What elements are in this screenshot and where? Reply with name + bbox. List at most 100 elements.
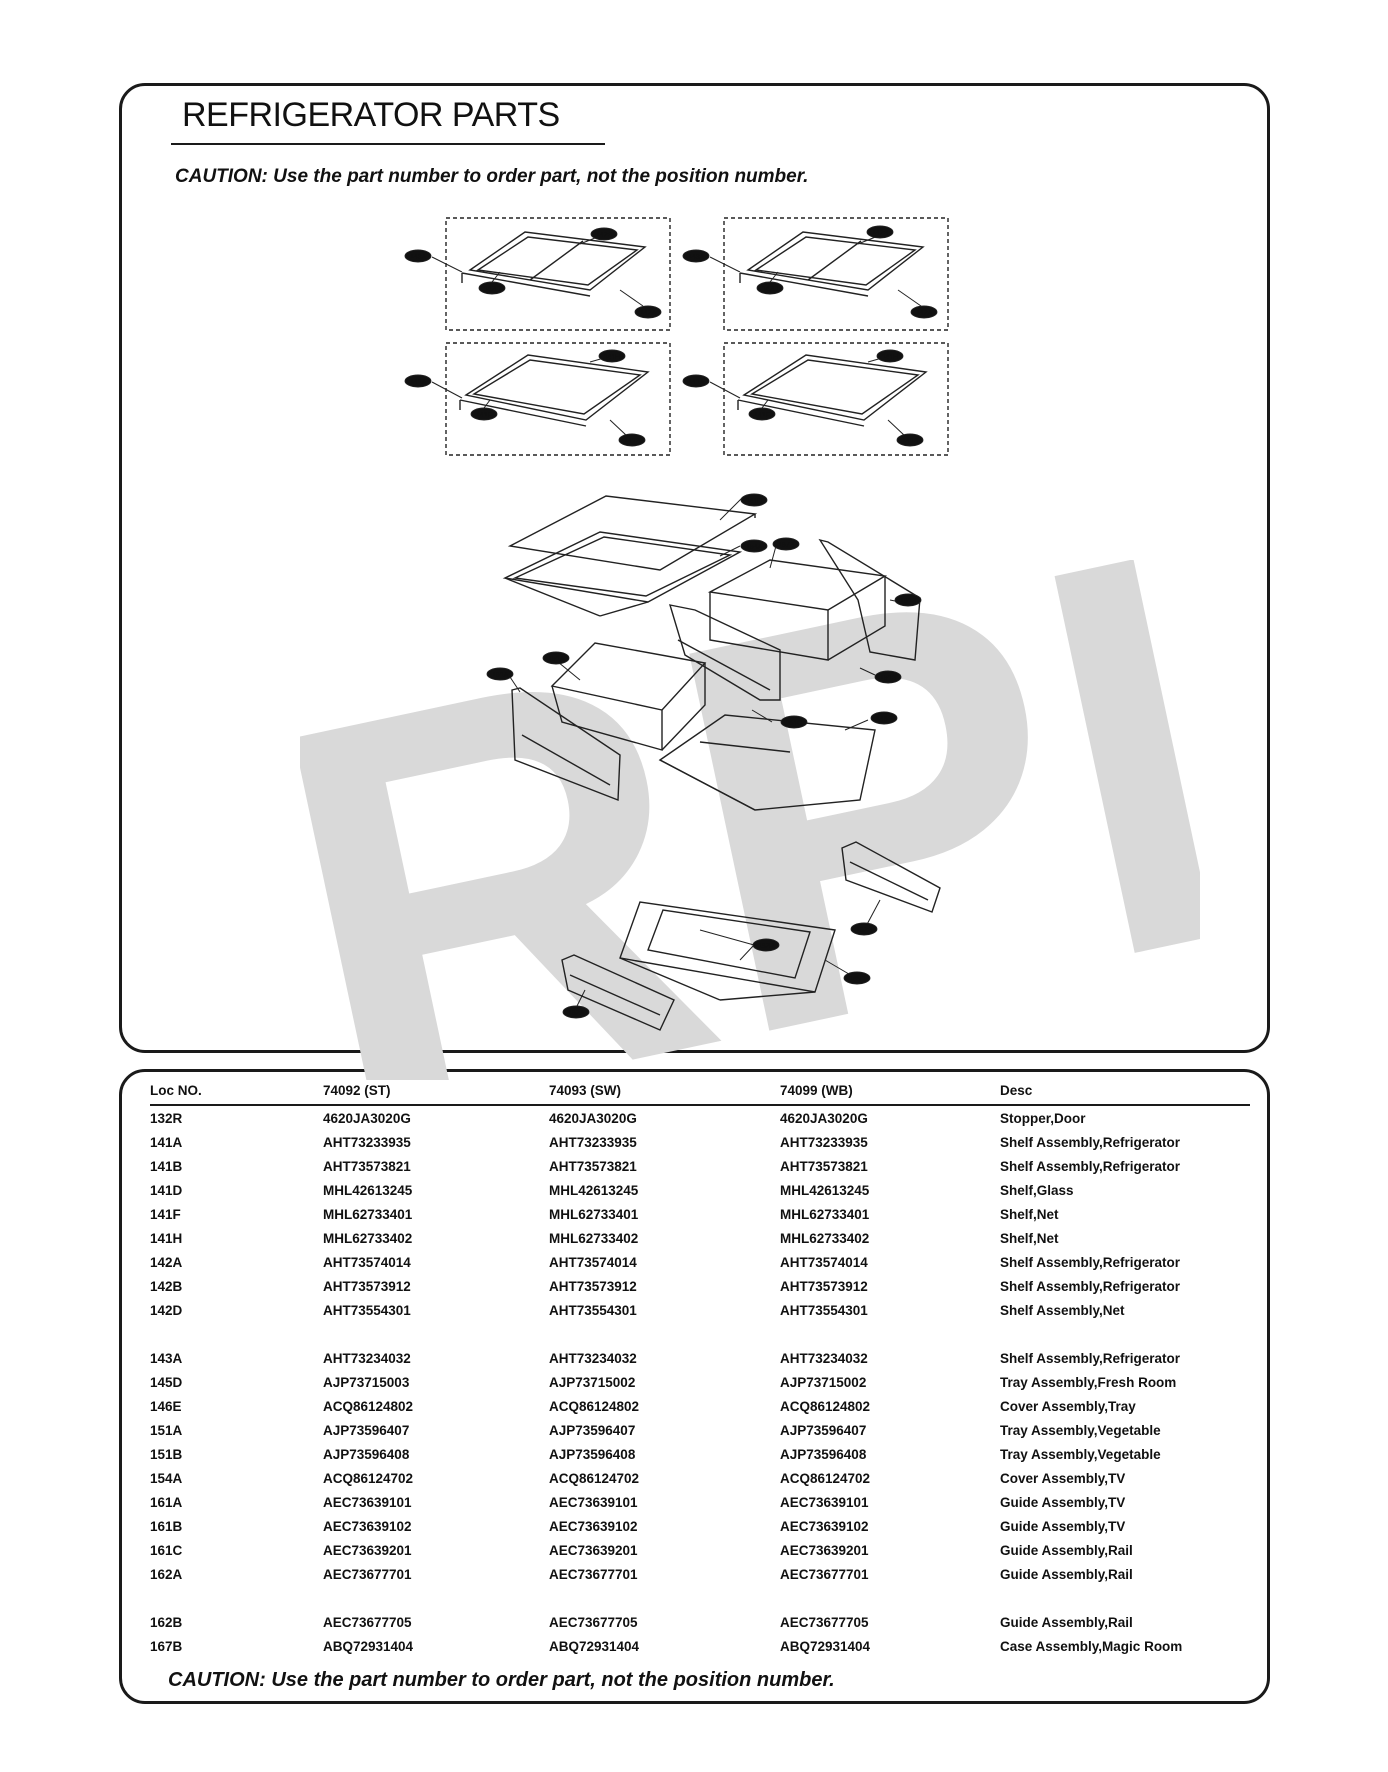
desc-cell: Shelf,Net bbox=[1000, 1206, 1059, 1222]
col-74092-st: 74092 (ST) bbox=[323, 1077, 549, 1106]
svg-text:132R: 132R bbox=[758, 943, 775, 950]
detail-box-142-right bbox=[723, 217, 949, 331]
part-wb-cell: MHL62733402 bbox=[780, 1230, 870, 1246]
main-leaders bbox=[509, 497, 911, 1011]
part-sw-cell: AHT73234032 bbox=[549, 1350, 637, 1366]
part-wb-cell: AHT73233935 bbox=[780, 1134, 868, 1150]
desc-cell: Shelf,Glass bbox=[1000, 1182, 1074, 1198]
table-header-row: Loc NO. 74092 (ST) 74093 (SW) 74099 (WB)… bbox=[150, 1077, 1250, 1106]
callout-151b: 151B bbox=[874, 670, 902, 684]
callout-142a-2: 142A bbox=[910, 305, 938, 319]
svg-text:141F: 141F bbox=[754, 412, 770, 419]
callout-145d: 145D bbox=[843, 971, 871, 985]
part-sw-cell: 4620JA3020G bbox=[549, 1110, 637, 1126]
part-wb-cell: AEC73639101 bbox=[780, 1494, 869, 1510]
part-st-cell: ABQ72931404 bbox=[323, 1638, 414, 1654]
part-st-cell: AHT73574014 bbox=[323, 1254, 411, 1270]
svg-text:143A: 143A bbox=[410, 254, 427, 261]
case-167b bbox=[707, 538, 921, 661]
desc-cell: Shelf Assembly,Refrigerator bbox=[1000, 1278, 1181, 1294]
loc-no-cell: 141F bbox=[150, 1206, 181, 1222]
desc-cell: Shelf Assembly,Refrigerator bbox=[1000, 1134, 1181, 1150]
callout-151a: 151A bbox=[542, 651, 570, 665]
guide-161b bbox=[668, 604, 781, 701]
part-wb-cell bbox=[780, 1586, 1000, 1610]
part-sw-cell: AEC73677701 bbox=[549, 1566, 638, 1582]
loc-no-cell bbox=[150, 1322, 323, 1346]
callout-161b: 161B bbox=[894, 593, 922, 607]
callouts: 143A 142B 142D 142A 143A 142B 142D 142A … bbox=[404, 225, 938, 1019]
loc-no-cell: 154A bbox=[150, 1470, 183, 1486]
page-title: REFRIGERATOR PARTS bbox=[182, 96, 560, 134]
part-sw-cell bbox=[549, 1322, 780, 1346]
exploded-parts-diagram: 143A 142B 142D 142A 143A 142B 142D 142A … bbox=[404, 217, 949, 1031]
loc-no-cell: 143A bbox=[150, 1350, 183, 1366]
glass-shelf-141d bbox=[507, 495, 758, 571]
svg-text:162A: 162A bbox=[568, 1010, 585, 1017]
part-st-cell bbox=[323, 1322, 549, 1346]
loc-no-cell: 161B bbox=[150, 1518, 183, 1534]
part-wb-cell: AHT73554301 bbox=[780, 1302, 868, 1318]
part-sw-cell bbox=[549, 1586, 780, 1610]
callout-162b: 162B bbox=[850, 922, 878, 936]
svg-text:167B: 167B bbox=[778, 542, 795, 549]
part-st-cell: MHL62733401 bbox=[323, 1206, 413, 1222]
part-st-cell: AEC73677705 bbox=[323, 1614, 412, 1630]
part-wb-cell: MHL62733401 bbox=[780, 1206, 870, 1222]
desc-cell: Tray Assembly,Vegetable bbox=[1000, 1422, 1161, 1438]
part-wb-cell: AEC73639102 bbox=[780, 1518, 869, 1534]
part-wb-cell: MHL42613245 bbox=[780, 1182, 870, 1198]
svg-text:162B: 162B bbox=[856, 927, 873, 934]
col-loc-no: Loc NO. bbox=[150, 1077, 323, 1106]
loc-no-cell: 142D bbox=[150, 1302, 183, 1318]
desc-cell: Guide Assembly,Rail bbox=[1000, 1614, 1133, 1630]
detail-box-141-left bbox=[445, 342, 671, 456]
cover-146e bbox=[658, 714, 876, 811]
desc-cell bbox=[1000, 1586, 1250, 1610]
part-wb-cell: AJP73715002 bbox=[780, 1374, 867, 1390]
part-st-cell: AJP73715003 bbox=[323, 1374, 410, 1390]
desc-cell: Shelf Assembly,Refrigerator bbox=[1000, 1350, 1181, 1366]
callout-141a-2: 141A bbox=[682, 374, 710, 388]
svg-text:141H: 141H bbox=[604, 354, 621, 361]
callout-142a-1: 142A bbox=[634, 305, 662, 319]
part-sw-cell: AJP73715002 bbox=[549, 1374, 636, 1390]
part-wb-cell: AJP73596408 bbox=[780, 1446, 867, 1462]
part-wb-cell: AJP73596407 bbox=[780, 1422, 867, 1438]
table-row bbox=[150, 1586, 1250, 1610]
desc-cell: Cover Assembly,TV bbox=[1000, 1470, 1126, 1486]
callout-162a: 162A bbox=[562, 1005, 590, 1019]
svg-text:142A: 142A bbox=[916, 310, 933, 317]
callout-154a: 154A bbox=[740, 539, 768, 553]
callout-141d: 141D bbox=[740, 493, 768, 507]
col-74093-sw: 74093 (SW) bbox=[549, 1077, 780, 1106]
svg-text:142D: 142D bbox=[762, 286, 779, 293]
tray-151a bbox=[550, 642, 707, 751]
svg-text:142B: 142B bbox=[596, 232, 613, 239]
part-sw-cell: ACQ86124802 bbox=[549, 1398, 640, 1414]
loc-no-cell bbox=[150, 1586, 323, 1610]
loc-no-cell: 132R bbox=[150, 1110, 183, 1126]
loc-no-cell: 167B bbox=[150, 1638, 183, 1654]
guide-162b bbox=[841, 841, 941, 913]
shelf-split-right bbox=[739, 231, 925, 297]
part-sw-cell: MHL62733402 bbox=[549, 1230, 639, 1246]
callout-161c: 161C bbox=[780, 715, 808, 729]
loc-no-cell: 145D bbox=[150, 1374, 183, 1390]
tray-145d bbox=[619, 901, 836, 1001]
part-sw-cell: AEC73639201 bbox=[549, 1542, 638, 1558]
loc-no-cell: 142B bbox=[150, 1278, 183, 1294]
desc-cell: Shelf Assembly,Refrigerator bbox=[1000, 1254, 1181, 1270]
